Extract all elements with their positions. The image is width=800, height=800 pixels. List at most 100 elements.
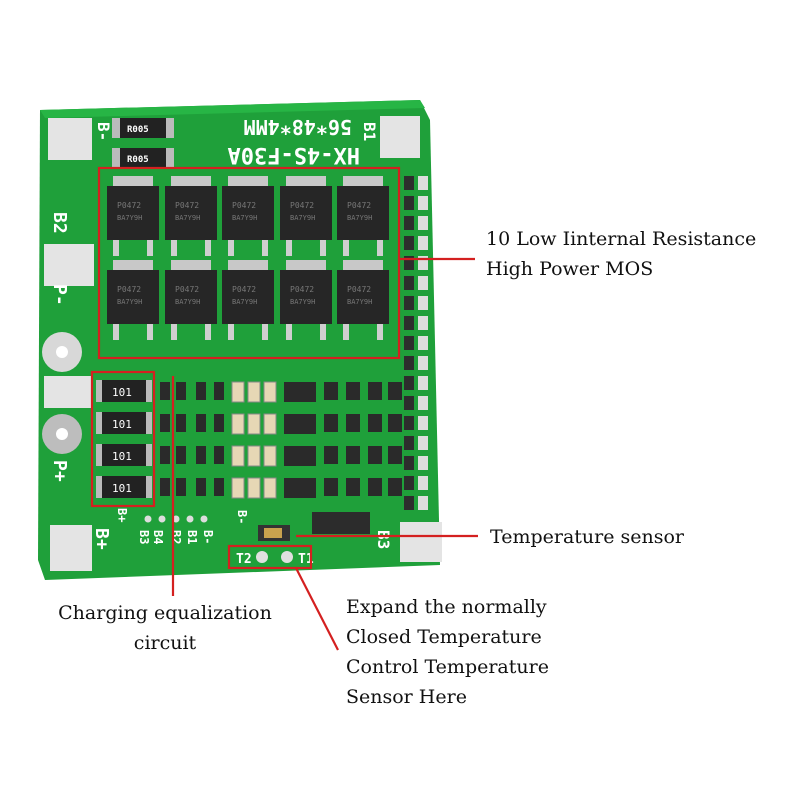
mosfet-marking-2: BA7Y9H [290, 214, 315, 222]
balance-row: 101 [96, 476, 402, 499]
mosfet-marking: P0472 [232, 285, 256, 294]
board-model-text: HX-4S-F30A [228, 142, 360, 167]
mosfet-marking-2: BA7Y9H [117, 298, 142, 306]
charging-annotation-line2: circuit [133, 632, 197, 654]
expand-annotation-line2: Closed Temperature [346, 626, 542, 648]
pad-label-p-minus: P- [49, 284, 70, 306]
smd-component [418, 236, 428, 250]
smd-component [404, 376, 414, 390]
smd-component [418, 356, 428, 370]
right-components [404, 176, 428, 510]
expand-annotation-line4: Sensor Here [346, 686, 467, 708]
smd-component [404, 256, 414, 270]
smd-component [418, 216, 428, 230]
smd-component [404, 476, 414, 490]
smd-component [404, 216, 414, 230]
temp-callout-box [227, 544, 313, 570]
pad-label-row-4: B- [201, 530, 215, 544]
mosfet-marking-2: BA7Y9H [290, 298, 315, 306]
pad-label-b3: B3 [374, 530, 393, 549]
mosfet-marking: P0472 [117, 285, 141, 294]
pad-label-row-3: B1 [185, 530, 199, 544]
balance-row: 101 [96, 412, 402, 435]
bottom-pads [144, 515, 208, 523]
mosfet-marking-2: BA7Y9H [175, 298, 200, 306]
balance-row: 101 [96, 380, 402, 403]
balance-row: 101 [96, 444, 402, 467]
mos-callout-box [97, 166, 401, 360]
smd-component [418, 276, 428, 290]
mos-annotation-line1: 10 Low Iinternal Resistance [486, 228, 757, 250]
resistor-label-2: R005 [127, 155, 149, 165]
mosfet-marking: P0472 [347, 201, 371, 210]
callout-boxes [90, 166, 478, 651]
smd-component [404, 176, 414, 190]
mosfet-marking-2: BA7Y9H [232, 298, 257, 306]
smd-component [404, 456, 414, 470]
pad-label-row-1: B3 [137, 530, 151, 544]
mosfet-marking-2: BA7Y9H [232, 214, 257, 222]
smd-component [418, 396, 428, 410]
board-size-text: 56*48*4MM [244, 115, 352, 139]
smd-component [404, 316, 414, 330]
expand-callout-line [295, 567, 339, 651]
smd-component [404, 436, 414, 450]
smd-component [404, 296, 414, 310]
smd-component [404, 416, 414, 430]
balance-resistor-label: 101 [112, 386, 132, 399]
pad-label-t1: T1 [298, 552, 314, 567]
temp-sensor-annotation-text: Temperature sensor [490, 526, 685, 548]
smd-component [418, 376, 428, 390]
smd-component [418, 256, 428, 270]
pad-label-p-plus: P+ [49, 460, 70, 482]
smd-component [418, 416, 428, 430]
mosfet-marking: P0472 [347, 285, 371, 294]
pad-label-row2-0: B4 [151, 530, 165, 544]
smd-component [418, 176, 428, 190]
mosfet-marking: P0472 [290, 201, 314, 210]
smd-component [418, 476, 428, 490]
smd-component [418, 456, 428, 470]
mosfet-marking-2: BA7Y9H [347, 214, 372, 222]
mosfet-marking: P0472 [117, 201, 141, 210]
mosfet-marking: P0472 [232, 201, 256, 210]
mosfet-marking: P0472 [290, 285, 314, 294]
mosfet-array: P0472BA7Y9HP0472BA7Y9HP0472BA7Y9HP0472BA… [107, 176, 389, 340]
charging-callout-box [90, 370, 156, 508]
pad-label-row-2: B2 [169, 530, 183, 544]
mosfet-marking-2: BA7Y9H [347, 298, 372, 306]
top-resistors [112, 118, 174, 168]
pad-label-t2: T2 [236, 552, 252, 567]
mosfet-marking: P0472 [175, 285, 199, 294]
smd-component [418, 196, 428, 210]
smd-component [418, 436, 428, 450]
smd-component [404, 496, 414, 510]
expand-annotation-line3: Control Temperature [346, 656, 549, 678]
smd-component [418, 316, 428, 330]
charging-annotation: Charging equalization circuit [50, 598, 280, 658]
smd-component [404, 196, 414, 210]
pad-label-b2: B2 [49, 212, 70, 234]
pad-label-b-plus: B+ [91, 528, 112, 550]
mosfet-marking-2: BA7Y9H [117, 214, 142, 222]
smd-component [404, 236, 414, 250]
balance-resistor-label: 101 [112, 418, 132, 431]
pad-label-row2-1: B- [235, 510, 249, 524]
smd-component [418, 296, 428, 310]
mosfet-marking: P0472 [175, 201, 199, 210]
temp-sensor-annotation: Temperature sensor [490, 522, 684, 552]
mosfet-marking-2: BA7Y9H [175, 214, 200, 222]
balance-resistor-label: 101 [112, 450, 132, 463]
pad-label-b-minus-top: B- [94, 122, 113, 141]
expand-annotation: Expand the normally Closed Temperature C… [346, 592, 549, 712]
temperature-sensor [256, 512, 370, 563]
